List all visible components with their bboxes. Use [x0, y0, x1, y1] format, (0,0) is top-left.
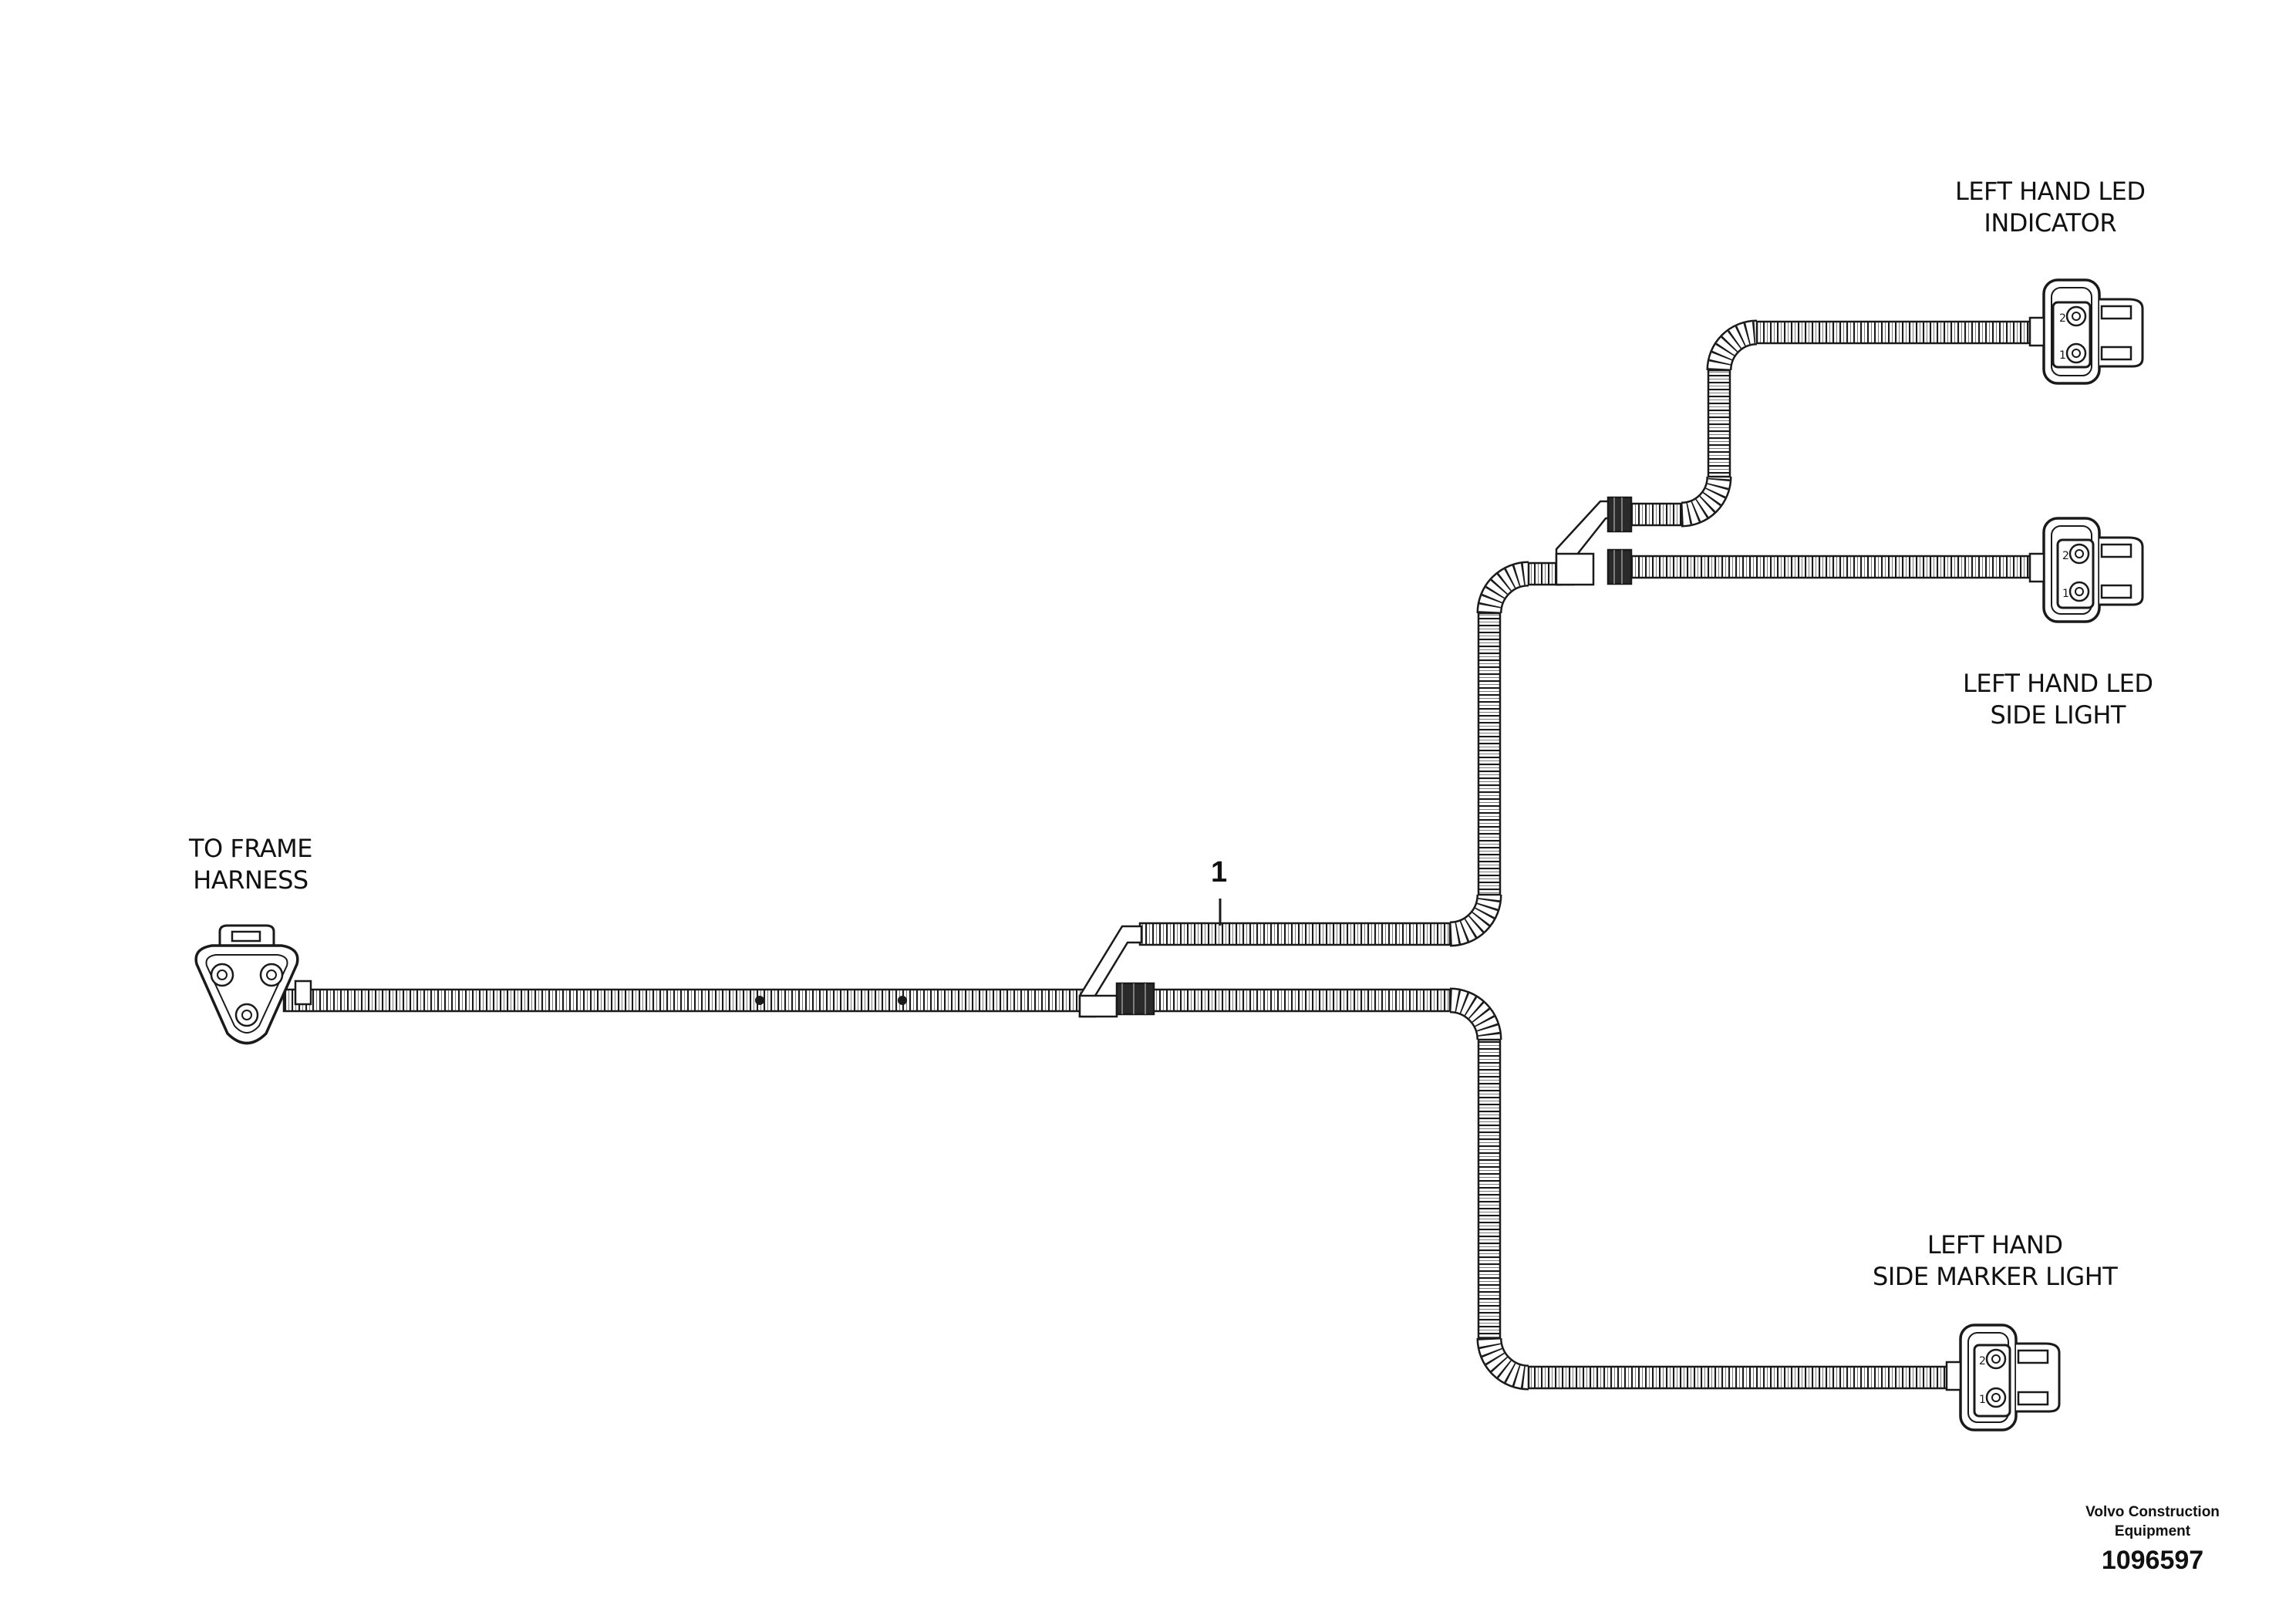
harness-branches	[1138, 319, 2031, 1391]
upper-branch-conduit	[1138, 922, 1451, 946]
pin-label: 2	[2062, 550, 2069, 562]
indicator-branch-riser	[1707, 369, 1731, 478]
company-name-line1: Volvo Construction	[2085, 1504, 2220, 1520]
drawing-footer: Volvo Construction Equipment 1096597	[2052, 1502, 2253, 1576]
side-light-conduit	[1630, 555, 2031, 579]
tie-wrap-marker	[755, 996, 764, 1005]
lower-branch-drop	[1477, 1038, 1502, 1340]
indicator-branch-bend	[1706, 319, 1758, 371]
main-breakout-junction	[1078, 925, 1155, 1018]
led-indicator-connector: 2 1	[2028, 278, 2144, 385]
indicator-branch-bend	[1681, 476, 1732, 528]
lh-led-side-light-label: LEFT HAND LED SIDE LIGHT	[1963, 669, 2153, 730]
pin-label: 2	[2059, 312, 2066, 325]
pin-label: 2	[1979, 1355, 1986, 1367]
lower-branch-conduit	[1151, 988, 1451, 1013]
upper-branch-bend	[1476, 561, 1529, 614]
main-harness-trunk	[282, 988, 1085, 1013]
document-number: 1096597	[2101, 1546, 2204, 1575]
trunk-conduit	[282, 988, 1085, 1013]
lower-branch-bend	[1476, 1337, 1529, 1391]
lower-branch-bend	[1449, 987, 1502, 1040]
led-side-light-connector: 2 1	[2028, 517, 2144, 623]
company-name-line2: Equipment	[2114, 1523, 2191, 1539]
pin-label: 1	[1979, 1394, 1986, 1406]
upper-branch-bend	[1449, 894, 1502, 947]
pin-label: 1	[2059, 349, 2066, 362]
indicator-conduit	[1755, 320, 2031, 345]
side-marker-conduit	[1527, 1365, 1949, 1390]
pin-label: 1	[2062, 588, 2069, 600]
to-frame-harness-label: TO FRAME HARNESS	[189, 834, 312, 895]
indicator-branch-conduit	[1630, 502, 1683, 527]
callout-number: 1	[1211, 856, 1228, 889]
lh-led-indicator-label: LEFT HAND LED INDICATOR	[1955, 177, 2146, 238]
upper-branch-riser	[1477, 612, 1502, 896]
lh-side-marker-label: LEFT HAND SIDE MARKER LIGHT	[1873, 1230, 2118, 1291]
side-marker-connector: 2 1	[1945, 1324, 2061, 1431]
tie-wrap-marker	[898, 996, 907, 1005]
upper-breakout-junction	[1555, 496, 1633, 586]
frame-harness-connector	[194, 924, 312, 1045]
